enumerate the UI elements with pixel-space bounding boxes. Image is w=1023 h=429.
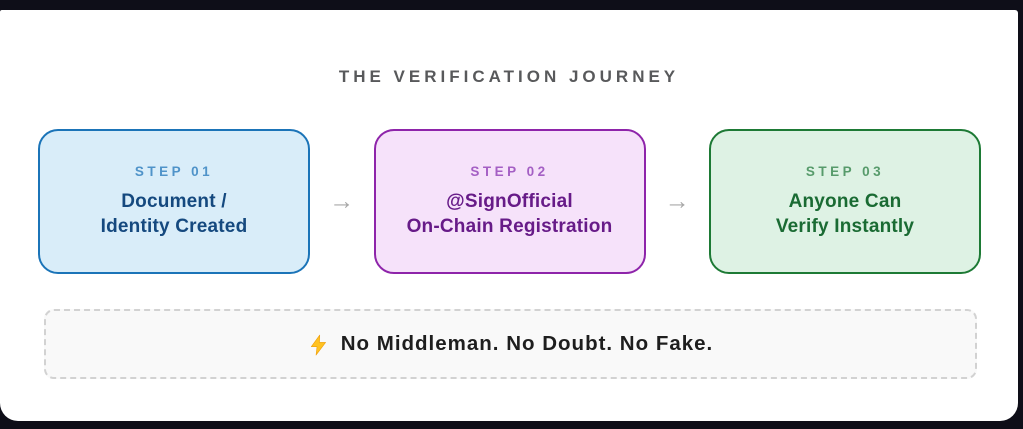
step-3-title-line-2: Verify Instantly [775,216,915,237]
step-1-title: Document / Identity Created [101,189,248,239]
step-3-number-label: STEP 03 [805,163,885,179]
step-2-title: @SignOfficial On-Chain Registration [407,189,613,239]
step-2-title-line-1: @SignOfficial [446,190,573,212]
lightning-bolt-icon [307,333,330,357]
step-2-number-label: STEP 02 [470,163,549,179]
arrow-right-icon: → [329,187,355,215]
step-2-title-line-2: On-Chain Registration [406,216,613,237]
step-card-3: STEP 03 Anyone Can Verify Instantly [709,129,981,274]
step-3-title-line-1: Anyone Can [788,190,902,212]
step-3-title: Anyone Can Verify Instantly [776,189,914,239]
journey-steps-row: STEP 01 Document / Identity Created → ST… [0,129,1018,274]
verification-journey-card: THE VERIFICATION JOURNEY STEP 01 Documen… [0,10,1018,421]
tagline-text: No Middleman. No Doubt. No Fake. [340,332,714,355]
step-1-number-label: STEP 01 [134,163,214,179]
arrow-right-icon: → [664,187,690,215]
section-title: THE VERIFICATION JOURNEY [338,67,680,86]
tagline-banner: No Middleman. No Doubt. No Fake. [44,309,977,379]
step-1-title-line-2: Identity Created [100,216,248,237]
step-1-title-line-1: Document / [121,190,227,212]
step-card-2: STEP 02 @SignOfficial On-Chain Registrat… [373,129,646,274]
step-card-1: STEP 01 Document / Identity Created [38,129,310,274]
